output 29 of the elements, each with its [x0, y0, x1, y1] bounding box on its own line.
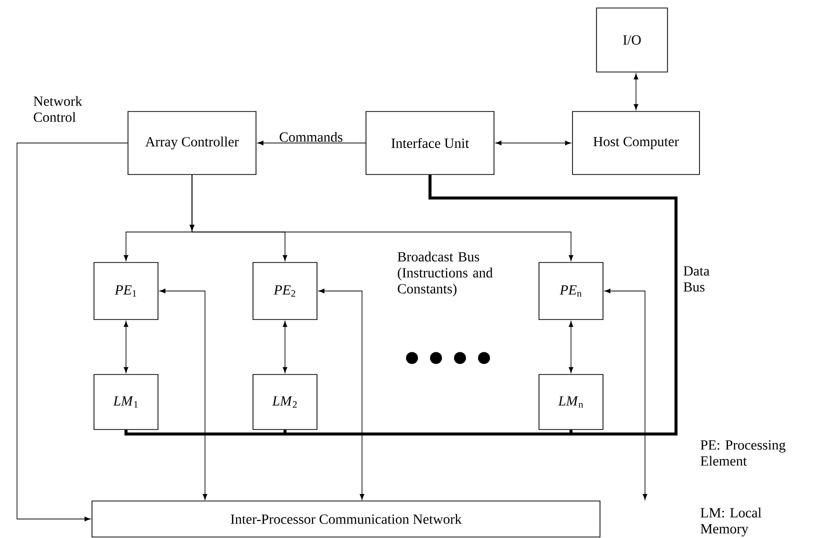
- text-label: Data Bus: [684, 266, 710, 292]
- block-box: LM$_{2}$: [252, 374, 318, 430]
- connector: [428, 174, 678, 436]
- text-label: PE: Processing Element: [700, 440, 786, 466]
- connector: [124, 321, 128, 373]
- block-box: Array Controller: [128, 111, 256, 175]
- connector: [496, 140, 571, 146]
- block-box: PE$_{2}$: [252, 262, 318, 320]
- edge-label: Commands: [280, 132, 342, 142]
- connector: [318, 288, 364, 500]
- block-box: PE$_{1}$: [94, 262, 158, 320]
- connector: [258, 140, 366, 146]
- connector: [604, 288, 648, 500]
- edge-label: Network Control: [34, 96, 82, 122]
- block-box: Interface Unit: [366, 111, 494, 175]
- block-box: LM$_{n}$: [538, 374, 604, 430]
- connector: [282, 321, 288, 373]
- connector: [634, 74, 638, 110]
- connector: [16, 142, 128, 522]
- block-box: LM$_{1}$: [94, 374, 158, 430]
- block-box: PE$_{n}$: [538, 262, 604, 320]
- connector: [190, 174, 574, 261]
- text-label: Broadcast Bus (Instructions and Constants): [398, 252, 493, 296]
- connector: [160, 288, 208, 500]
- block-box: I/O: [596, 8, 668, 72]
- block-box: Host Computer: [572, 111, 700, 175]
- block-box: Inter-Processor Communication Network: [92, 500, 600, 538]
- connector: [568, 321, 574, 373]
- text-label: LM: Local Memory: [700, 508, 762, 536]
